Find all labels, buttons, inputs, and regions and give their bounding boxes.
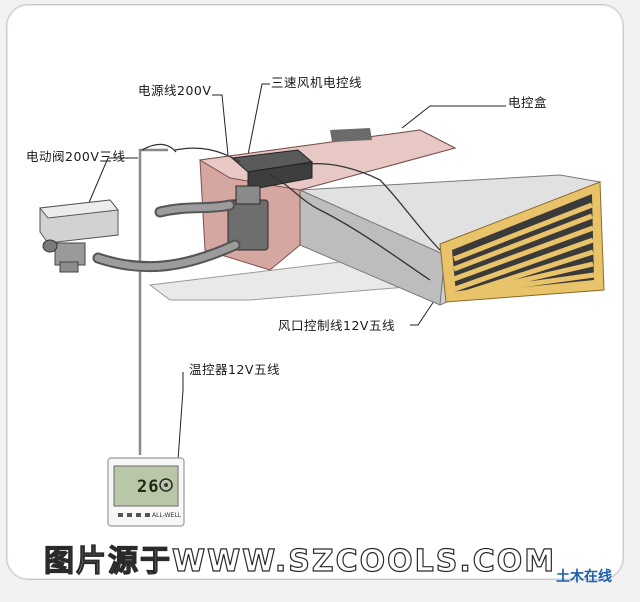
power-line-leader [212, 95, 228, 155]
thermostat-display-value: 26 [137, 477, 159, 497]
thermostat-brand: ALL-WELL [152, 512, 181, 519]
label-control-box: 电控盒 [508, 92, 547, 111]
label-power-line: 电源线200V [138, 80, 211, 99]
thermostat-leader [178, 372, 183, 460]
logo-watermark: 土木在线 [556, 566, 612, 586]
label-fan-control-line: 三速风机电控线 [271, 72, 362, 91]
label-valve-line: 电动阀200V三线 [26, 146, 125, 165]
source-watermark: 图片源于WWW.SZCOOLS.COM [44, 536, 556, 580]
control-box-leader [402, 106, 506, 128]
label-thermostat-line: 温控器12V五线 [189, 359, 280, 378]
thermostat-wire [140, 150, 168, 455]
label-vent-control-line: 风口控制线12V五线 [278, 315, 395, 334]
valve-line-leader [88, 158, 138, 205]
